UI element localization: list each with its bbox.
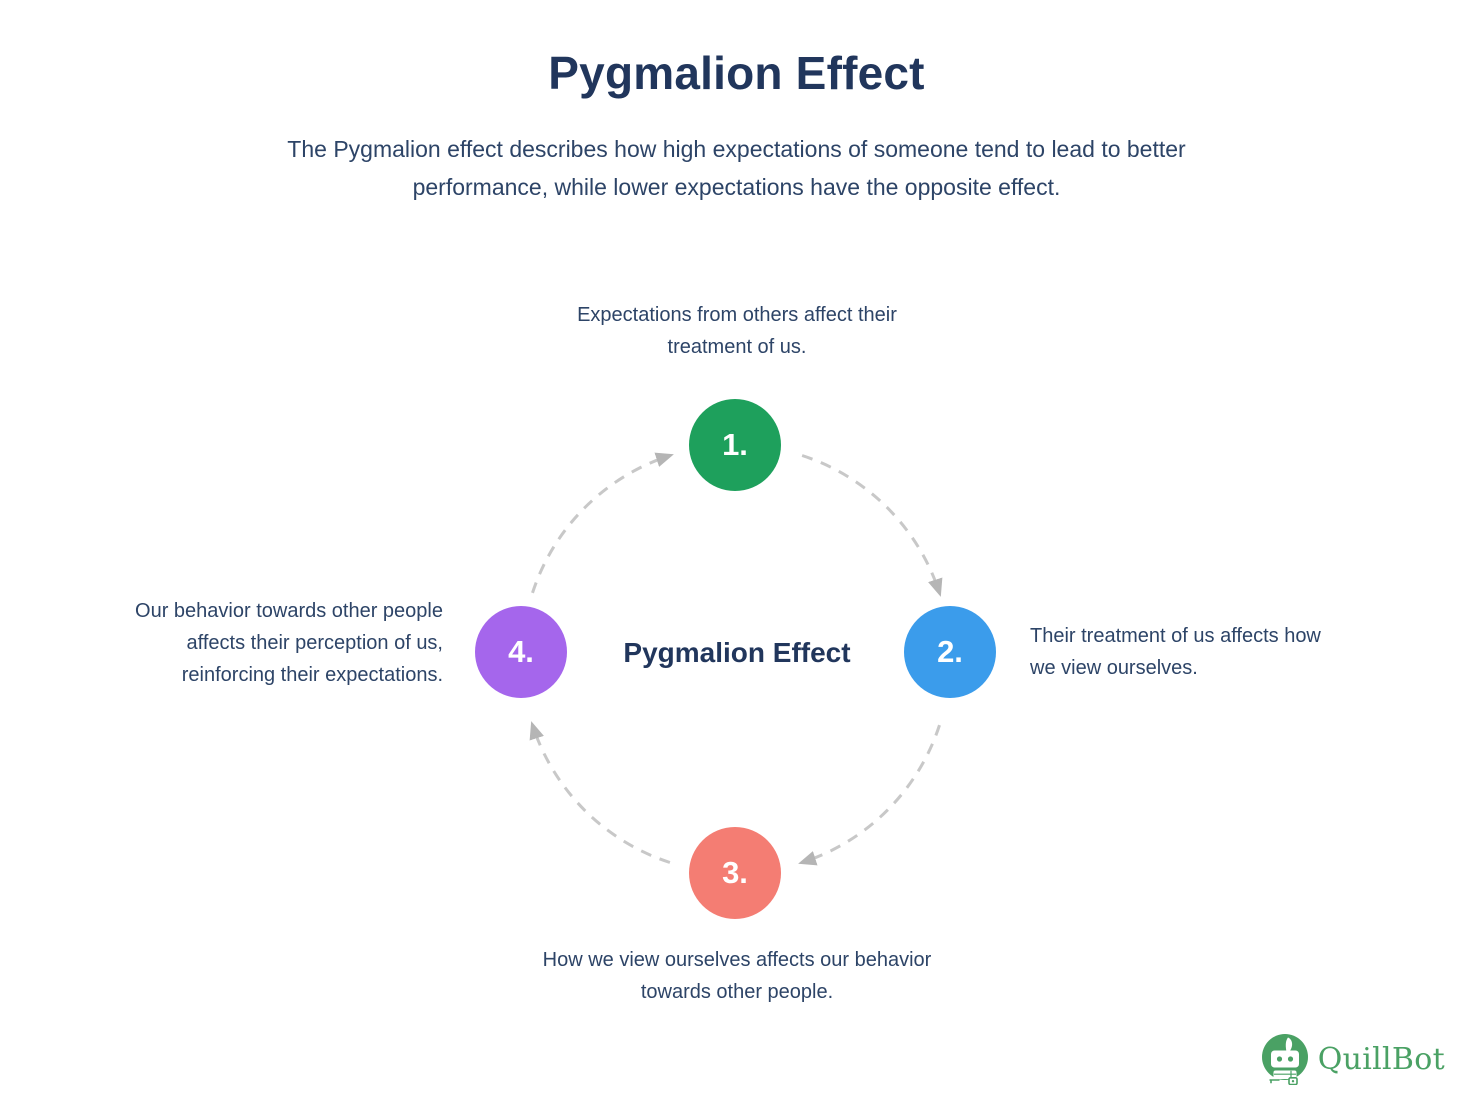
quillbot-logo: QuillBot — [1261, 1033, 1445, 1085]
step-number-3: 3. — [722, 855, 748, 890]
step-description-1: Expectations from others affect their tr… — [577, 304, 897, 358]
arrow-step3-to-step4 — [529, 721, 671, 864]
step-circle-4: 4. — [475, 606, 567, 698]
step-description-3: How we view ourselves affects our behavi… — [542, 949, 932, 1003]
arrow-step2-to-step3 — [798, 724, 941, 866]
arrow-step1-to-step2 — [801, 454, 943, 597]
page-subtitle: The Pygmalion effect describes how high … — [287, 136, 1186, 200]
page-title: Pygmalion Effect — [548, 47, 925, 99]
step-circle-3: 3. — [689, 827, 781, 919]
cycle-center-label: Pygmalion Effect — [623, 637, 851, 668]
step-number-2: 2. — [937, 634, 963, 669]
step-description-2: Their treatment of us affects how we vie… — [1030, 625, 1321, 679]
step-number-4: 4. — [508, 634, 534, 669]
step-description-4: Our behavior towards other people affect… — [135, 600, 443, 686]
arrow-step4-to-step1 — [531, 452, 674, 594]
step-circle-1: 1. — [689, 399, 781, 491]
step-number-1: 1. — [722, 427, 748, 462]
quillbot-robot-icon — [1261, 1034, 1308, 1085]
step-circle-2: 2. — [904, 606, 996, 698]
quillbot-wordmark: QuillBot — [1317, 1041, 1445, 1077]
